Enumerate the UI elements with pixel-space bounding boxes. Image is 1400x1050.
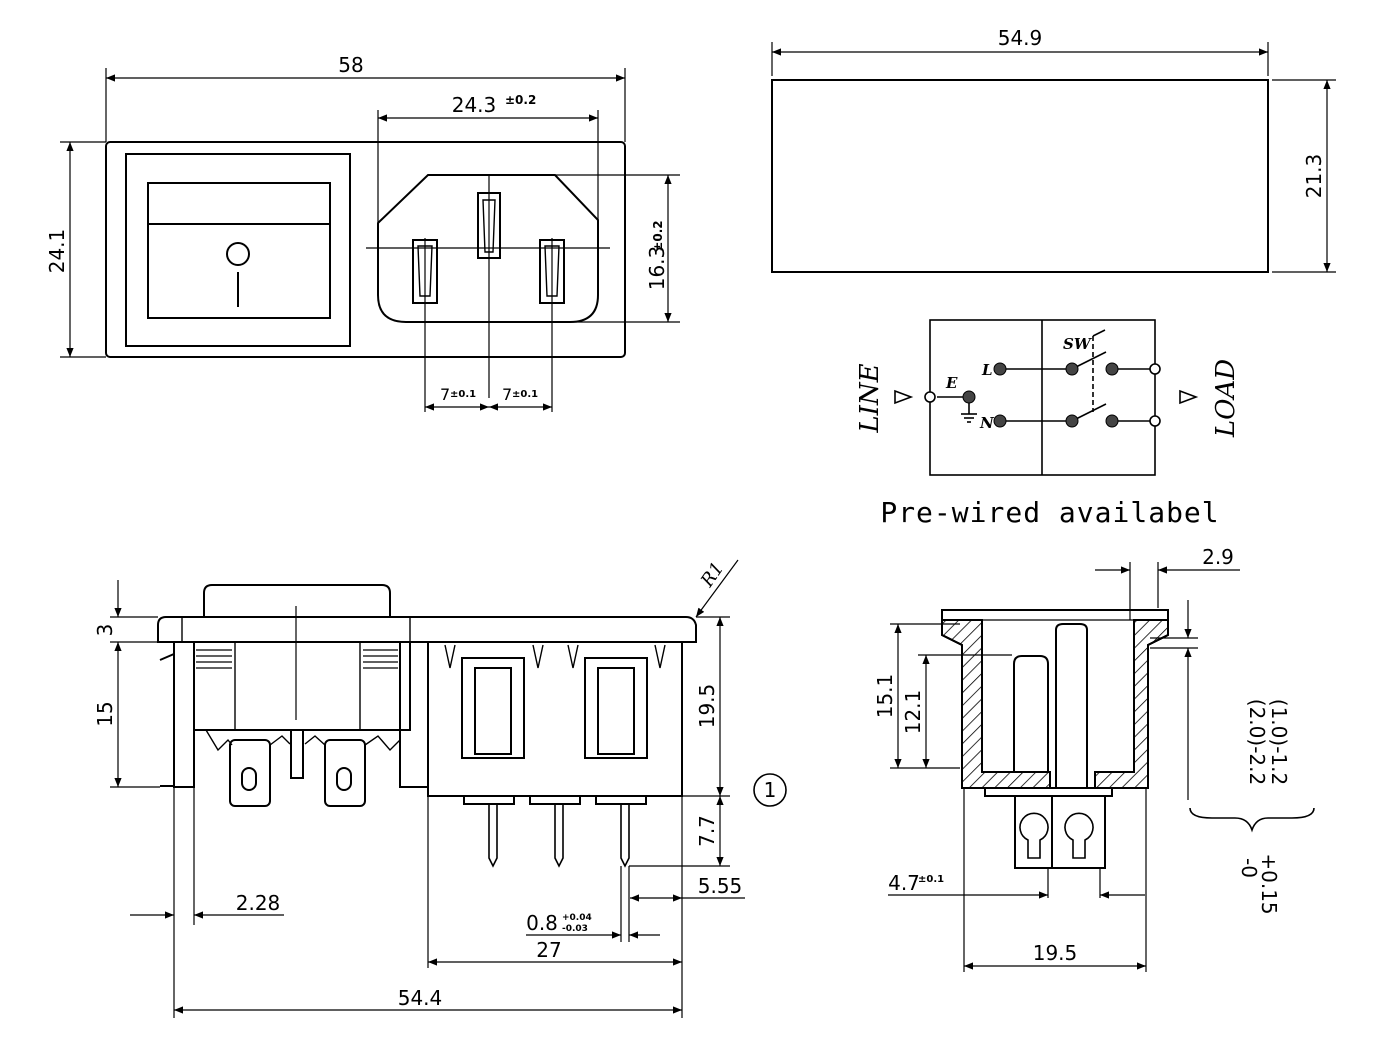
dim-0-8-tol-plus: +0.04: [562, 913, 592, 923]
front-view: [60, 68, 680, 412]
label-line: LINE: [855, 363, 885, 433]
label-load: LOAD: [1211, 359, 1241, 438]
dim-2-9: 2.9: [1202, 545, 1234, 569]
dim-4-7: 4.7: [888, 871, 920, 895]
dim-overall-height: 24.1: [45, 229, 69, 274]
label-n: N: [979, 414, 995, 432]
dim-7-7: 7.7: [695, 815, 719, 847]
wiring-schematic: [894, 319, 1199, 476]
label-sw: SW: [1063, 335, 1093, 353]
dim-section-19-5: 19.5: [1033, 941, 1078, 965]
side-view: [110, 559, 787, 1018]
switch-tab-right: [324, 739, 366, 807]
dim-15-1: 15.1: [873, 674, 897, 719]
dim-12-1: 12.1: [901, 690, 925, 735]
section-view: [888, 562, 1315, 972]
dim-pin-pitch-left-tol: ±0.1: [450, 389, 476, 400]
brace: [1189, 807, 1315, 833]
marker-number: 1: [764, 778, 777, 802]
tolerance-plus: +0.15: [1257, 853, 1281, 914]
pin-neutral: [539, 239, 565, 304]
section-hatch: [941, 619, 1051, 789]
label-e: E: [945, 374, 958, 392]
dim-top-height: 21.3: [1302, 154, 1326, 199]
dim-0-8: 0.8: [526, 911, 558, 935]
dim-inlet-height-tol: ±0.2: [651, 220, 665, 251]
dim-3: 3: [93, 624, 117, 637]
dim-r1: R1: [696, 558, 728, 591]
dim-inlet-width-tol: ±0.2: [505, 93, 536, 107]
pin-earth: [477, 192, 501, 259]
module-outline: [105, 141, 626, 358]
flange: [157, 616, 697, 643]
panel-thickness-b: (2.0)-2.2: [1245, 699, 1269, 785]
dim-5-55: 5.55: [698, 874, 743, 898]
switch-tab-left: [229, 739, 271, 807]
dim-0-8-tol-minus: -0.03: [562, 924, 588, 934]
dim-inlet-height: 16.3: [645, 246, 669, 291]
dim-4-7-tol: ±0.1: [918, 874, 944, 885]
dim-top-width: 54.9: [998, 26, 1043, 50]
switch-cap: [203, 584, 391, 617]
rocker-switch-bezel: [125, 153, 351, 347]
dim-pin-pitch-left: 7: [440, 385, 450, 404]
dim-2-28: 2.28: [236, 891, 281, 915]
dim-27: 27: [536, 938, 561, 962]
schematic-nodes: [962, 362, 1119, 428]
top-outline: [771, 79, 1269, 273]
dim-15: 15: [93, 701, 117, 726]
pin-line: [412, 239, 438, 304]
off-symbol: [226, 242, 250, 266]
dim-19-5: 19.5: [695, 684, 719, 729]
dim-inlet-width: 24.3: [452, 93, 497, 117]
schematic-caption: Pre-wired availabel: [880, 496, 1219, 529]
marker-circle: [753, 773, 787, 807]
dim-overall-width: 58: [338, 53, 363, 77]
top-view: [771, 42, 1336, 273]
tolerance-minus: -0: [1237, 858, 1261, 878]
dim-pin-pitch-right-tol: ±0.1: [512, 389, 538, 400]
label-l: L: [981, 361, 993, 379]
inlet-body: [427, 641, 683, 797]
dim-54-4: 54.4: [398, 986, 443, 1010]
panel-thickness-a: (1.0)-1.2: [1267, 699, 1291, 785]
rocker-switch-actuator: [147, 182, 331, 319]
dim-pin-pitch-right: 7: [502, 385, 512, 404]
